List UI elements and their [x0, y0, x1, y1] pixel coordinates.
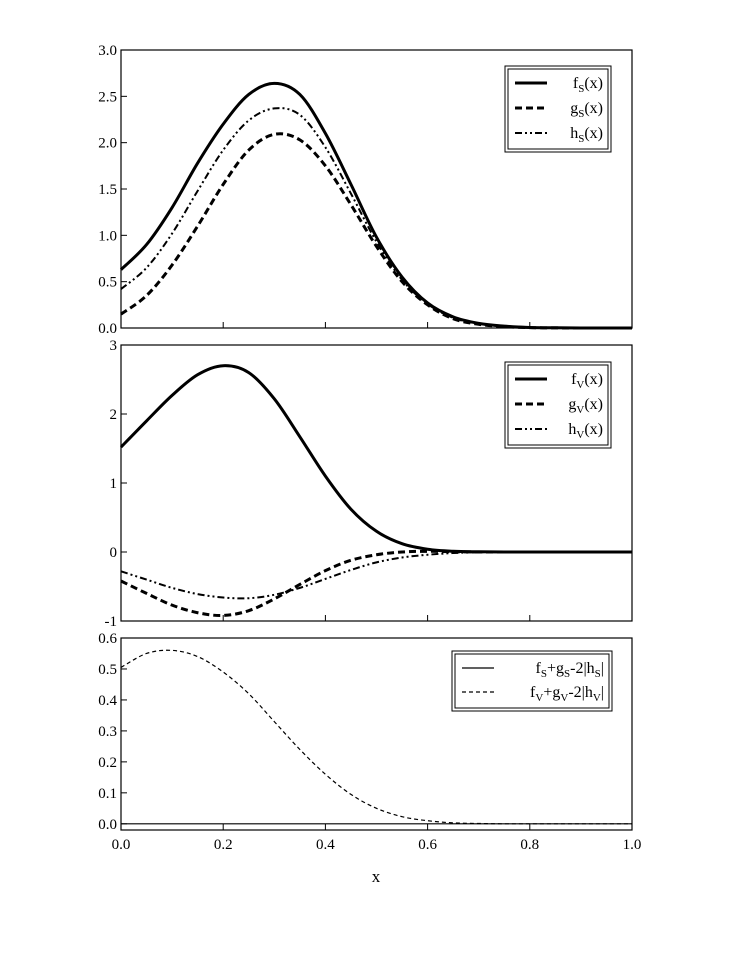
y-tick-label: 2.5 [98, 89, 117, 105]
legend-border-outer [504, 65, 612, 153]
y-tick-label: 0.4 [98, 693, 117, 709]
x-tick-label: 1.0 [623, 837, 642, 853]
y-tick-label: 0.2 [98, 755, 117, 771]
legend-border-inner [454, 653, 610, 709]
legend: fV(x) gV(x) hV(x) [504, 361, 612, 449]
y-tick-label: 1 [110, 476, 118, 492]
y-tick-label: 0.3 [98, 724, 117, 740]
legend-entry: fV+gV-2|hV| [530, 684, 604, 704]
y-tick-label: 1.0 [98, 228, 117, 244]
x-tick-label: 0.4 [316, 837, 335, 853]
panel-bottom-combination: 0.0 0.2 0.4 0.6 0.8 1.0 0.0 0.1 0.2 0.3 0.4 0.5 0.6 f… [98, 631, 641, 853]
legend-entry: fS+gS-2|hS| [536, 660, 604, 680]
series-line-2 [120, 649, 632, 825]
x-tick-label: 0.6 [418, 837, 437, 853]
x-tick-label: 0.8 [520, 837, 539, 853]
y-tick-label: 0.0 [98, 817, 117, 833]
y-tick-label: 3 [110, 338, 118, 354]
series-line-2 [120, 132, 632, 330]
legend-border-inner [507, 364, 609, 446]
legend-entry: gS(x) [570, 100, 603, 120]
legend: fS+gS-2|hS| fV+gV-2|hV| [451, 650, 613, 712]
y-tick-label: 3.0 [98, 43, 117, 59]
legend-border-inner [507, 68, 609, 150]
panel-top-scalar: 0.0 0.5 1.0 1.5 2.0 2.5 3.0 fS(x) gS(x) hS(x) [98, 43, 633, 337]
legend: fS(x) gS(x) hS(x) [504, 65, 612, 153]
y-tick-label: 0.6 [98, 631, 117, 647]
series-line-2 [120, 549, 632, 618]
x-tick-label: 0.2 [214, 837, 233, 853]
y-tick-label: 0.5 [98, 275, 117, 291]
x-tick-label: 0.0 [112, 837, 131, 853]
x-axis-title: x [372, 867, 381, 886]
legend-border-outer [451, 650, 613, 712]
panel-middle-vector: -1 0 1 2 3 fV(x) gV(x) hV(x) [105, 338, 633, 630]
series-line-3 [120, 107, 632, 330]
legend-border-outer [504, 361, 612, 449]
y-tick-label: 0.0 [98, 321, 117, 337]
y-tick-label: 2.0 [98, 136, 117, 152]
legend-entry: gV(x) [568, 396, 603, 416]
legend-entry: fS(x) [573, 75, 603, 95]
plot-frame [120, 637, 633, 831]
y-tick-label: 0.1 [98, 786, 117, 802]
legend-entry: hS(x) [570, 125, 603, 145]
y-tick-label: 0.5 [98, 662, 117, 678]
legend-entry: hV(x) [568, 421, 603, 441]
series-line-3 [120, 550, 632, 600]
y-tick-label: 1.5 [98, 182, 117, 198]
legend-entry: fV(x) [571, 371, 603, 391]
y-tick-label: -1 [105, 614, 118, 630]
y-tick-label: 2 [110, 407, 118, 423]
y-tick-label: 0 [110, 545, 118, 561]
